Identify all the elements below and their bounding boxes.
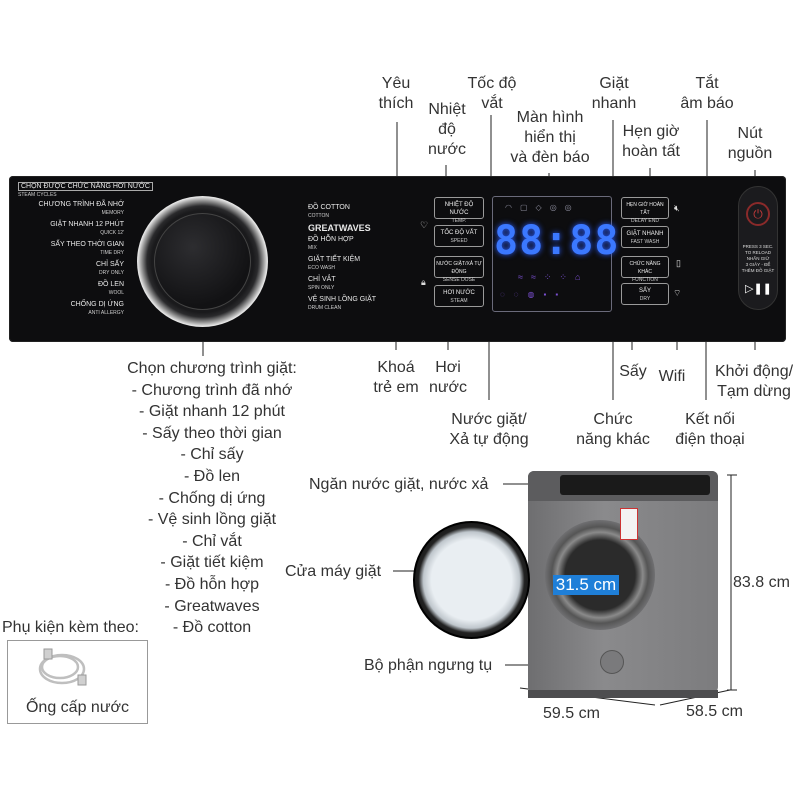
- program-list-title: Chọn chương trình giặt:: [127, 360, 297, 377]
- list-item: - Giặt nhanh 12 phút: [139, 403, 285, 421]
- list-item: - Greatwaves: [164, 597, 260, 615]
- list-item: - Chương trình đã nhớ: [131, 381, 293, 399]
- steam-header: CHỌN ĐƯỢC CHỨC NĂNG HƠI NƯỚC STEAM CYCLE…: [18, 182, 153, 199]
- label-ngan-nuoc: Ngăn nước giặt, nước xả: [309, 476, 489, 493]
- energy-sticker: [620, 508, 638, 540]
- washing-machine-base: [528, 690, 718, 698]
- program-dial-center: [154, 213, 251, 310]
- program-list: Chọn chương trình giặt: - Chương trình đ…: [110, 358, 314, 639]
- label-bo-phan-ngung-tu: Bộ phận ngưng tụ: [364, 657, 493, 674]
- display-status-icons: ≈≈⁘⁘⌂: [518, 272, 589, 282]
- list-item: - Sấy theo thời gian: [142, 424, 282, 442]
- display-digits: 88:88: [494, 218, 620, 264]
- label-wifi: Wifi: [658, 368, 686, 385]
- list-item: - Giặt tiết kiệm: [160, 554, 264, 572]
- heart-icon: ♡: [420, 220, 429, 230]
- list-item: - Đồ hỗn hợp: [164, 575, 260, 593]
- accessory-box: [7, 640, 148, 724]
- list-item: - Đồ cotton: [172, 619, 252, 637]
- washing-machine-door: [413, 521, 530, 639]
- power-icon[interactable]: ⏻: [746, 202, 770, 226]
- label-width: 59.5 cm: [543, 705, 600, 722]
- condenser-cover: [600, 650, 624, 674]
- phone-link-icon: ▯: [676, 258, 681, 268]
- child-lock-icon: 🔒︎: [421, 277, 426, 287]
- display-panel: [492, 196, 612, 312]
- accessory-title: Phụ kiện kèm theo:: [2, 619, 139, 636]
- label-cua-may-giat: Cửa máy giặt: [285, 563, 382, 580]
- label-khoi-dong: Khởi động/Tạm dừng: [714, 363, 794, 400]
- list-item: - Vệ sinh lồng giặt: [147, 511, 277, 529]
- wifi-icon: ⌔: [673, 288, 682, 298]
- water-hose-icon: [38, 648, 87, 686]
- mute-icon: 🔇︎: [674, 203, 680, 213]
- display-top-icons: ◠▢◇◎◎: [505, 203, 580, 212]
- label-height: 83.8 cm: [733, 574, 790, 591]
- program-greatwaves[interactable]: GREATWAVES: [308, 223, 371, 233]
- washing-machine-panel: [560, 475, 710, 495]
- label-depth: 58.5 cm: [686, 703, 743, 720]
- display-bottom-icons: ◌◌◍▪▪: [500, 290, 568, 299]
- list-item: - Chống dị ứng: [158, 489, 266, 507]
- start-pause-icon[interactable]: ▷❚❚: [745, 283, 772, 295]
- list-item: - Chỉ sấy: [180, 446, 244, 464]
- door-diameter-label: 31.5 cm: [553, 575, 619, 595]
- accessory-item: Ống cấp nước: [25, 699, 130, 716]
- label-nuoc-giat: Nước giặt/Xả tự động: [449, 411, 529, 448]
- list-item: - Đồ len: [183, 467, 241, 485]
- label-say: Sấy: [619, 363, 647, 380]
- list-item: - Chỉ vắt: [182, 532, 242, 550]
